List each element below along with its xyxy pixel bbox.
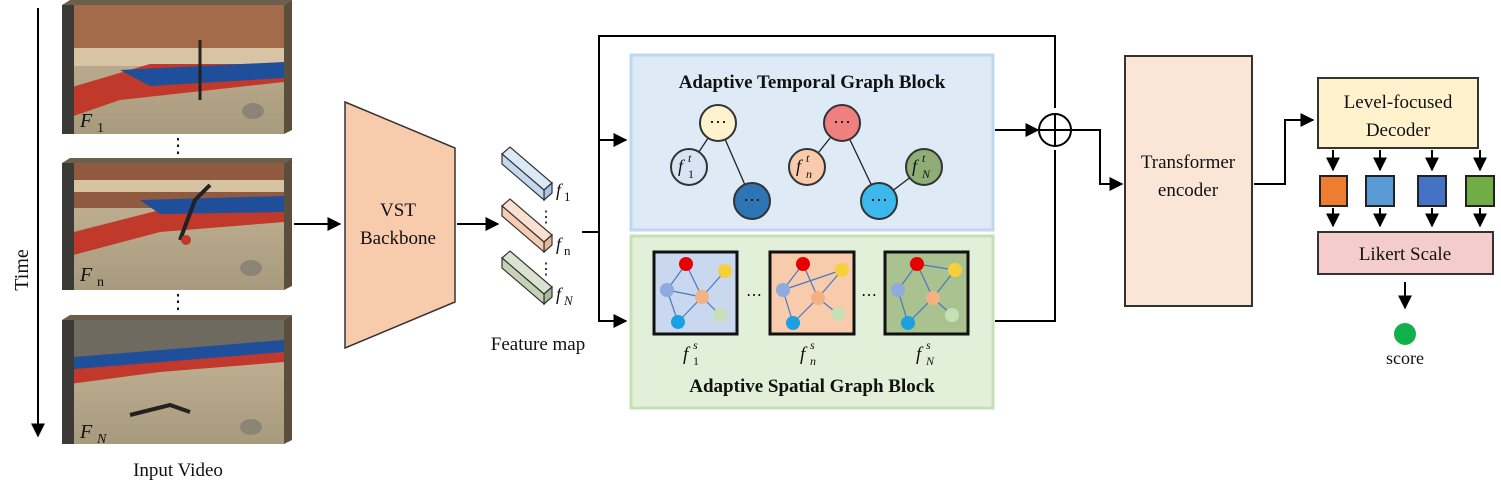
feature-ellipsis-1: ⋮: [538, 209, 554, 226]
backbone-line2: Backbone: [360, 228, 436, 249]
frame-n-label: F: [79, 264, 93, 286]
spatial-node-n-sup: s: [810, 338, 815, 352]
temporal-node-N-sub: N: [921, 167, 931, 181]
spatial-node-N-label: f: [916, 344, 924, 365]
connectors: [582, 35, 1315, 328]
feature-bar-1: [501, 146, 553, 202]
temporal-node-n-sub: n: [806, 167, 812, 181]
spatial-node-N-sup: s: [926, 338, 931, 352]
likert-scale: Likert Scale: [1317, 231, 1494, 275]
spatial-graph-N: [883, 250, 970, 336]
feature-1-sub: 1: [564, 189, 571, 204]
spatial-graph-1: [652, 250, 739, 336]
feature-bar-N: [501, 250, 553, 306]
spatial-node-1-sub: 1: [693, 354, 699, 368]
spatial-graph-n: [768, 250, 856, 336]
transformer-line1: Transformer: [1141, 152, 1236, 173]
frame-N-sub: N: [96, 432, 107, 447]
time-label: Time: [11, 249, 33, 291]
video-frame-N: F N: [62, 315, 292, 447]
frame-1-sub: 1: [97, 121, 104, 136]
temporal-ellipsis-node-1: [699, 104, 737, 142]
level-outputs: [1319, 150, 1495, 228]
temporal-node-n-label: f: [796, 156, 804, 176]
frames-ellipsis-2: ⋮: [168, 291, 188, 313]
temporal-ellipsis-4: ⋯: [870, 190, 888, 210]
temporal-node-N-sup: t: [922, 151, 926, 165]
score-label: score: [1386, 348, 1424, 368]
temporal-ellipsis-2: ⋯: [833, 112, 851, 132]
spatial-graph-block: ⋯ ⋯ f s 1 f s n f s N Adaptive Spatial G…: [629, 234, 995, 410]
temporal-ellipsis-node-3: [733, 182, 771, 220]
spatial-ellipsis-2: ⋯: [861, 287, 877, 304]
temporal-node-1: [670, 148, 708, 186]
spatial-node-1-label: f: [683, 344, 691, 365]
backbone-line1: VST: [380, 200, 416, 221]
frame-n-sub: n: [97, 275, 104, 290]
spatial-node-N-sub: N: [925, 354, 935, 368]
temporal-node-N: [905, 148, 943, 186]
spatial-node-n-sub: n: [810, 354, 816, 368]
temporal-node-N-label: f: [912, 156, 920, 176]
spatial-ellipsis-1: ⋯: [746, 287, 762, 304]
frames-ellipsis-1: ⋮: [168, 135, 188, 157]
spatial-node-1-sup: s: [693, 338, 698, 352]
frame-N-label: F: [79, 421, 93, 443]
time-axis: Time: [11, 8, 45, 438]
level-focused-decoder: Level-focused Decoder: [1317, 77, 1479, 149]
temporal-node-1-sup: t: [688, 151, 692, 165]
feature-N-label: f: [556, 284, 564, 304]
decoder-line2: Decoder: [1366, 120, 1431, 141]
temporal-ellipsis-1: ⋯: [709, 112, 727, 132]
temporal-block-title: Adaptive Temporal Graph Block: [679, 72, 946, 93]
input-video-caption: Input Video: [133, 460, 223, 481]
sum-node: [1038, 113, 1072, 147]
feature-N-sub: N: [563, 293, 574, 308]
input-video: F 1 ⋮ F n ⋮: [62, 0, 292, 481]
transformer-line2: encoder: [1158, 180, 1219, 201]
temporal-node-n: [788, 148, 826, 186]
feature-map: ⋮ ⋮ f 1 f n f N Feature map: [491, 146, 585, 355]
feature-map-caption: Feature map: [491, 334, 585, 355]
vst-backbone: VST Backbone: [344, 100, 456, 350]
temporal-ellipsis-node-2: [823, 104, 861, 142]
feature-n-label: f: [556, 234, 564, 254]
feature-n-sub: n: [564, 243, 571, 258]
temporal-node-n-sup: t: [806, 151, 810, 165]
spatial-block-title: Adaptive Spatial Graph Block: [689, 376, 935, 397]
feature-ellipsis-2: ⋮: [538, 261, 554, 278]
frame-1-label: F: [79, 110, 93, 132]
temporal-node-1-sub: 1: [688, 167, 694, 181]
feature-1-label: f: [556, 180, 564, 200]
decoder-line1: Level-focused: [1344, 92, 1453, 113]
score-dot: [1394, 323, 1416, 345]
likert-label: Likert Scale: [1359, 244, 1451, 265]
feature-bar-n: [501, 198, 553, 254]
temporal-ellipsis-node-4: [860, 182, 898, 220]
spatial-node-n-label: f: [800, 344, 808, 365]
video-frame-n: F n: [62, 158, 292, 290]
temporal-node-1-label: f: [678, 156, 686, 176]
video-frame-1: F 1: [62, 0, 292, 136]
temporal-graph-block: Adaptive Temporal Graph Block ⋯ ⋯ ⋯ ⋯ f …: [629, 53, 995, 232]
temporal-ellipsis-3: ⋯: [743, 190, 761, 210]
transformer-encoder: Transformer encoder: [1124, 55, 1253, 307]
